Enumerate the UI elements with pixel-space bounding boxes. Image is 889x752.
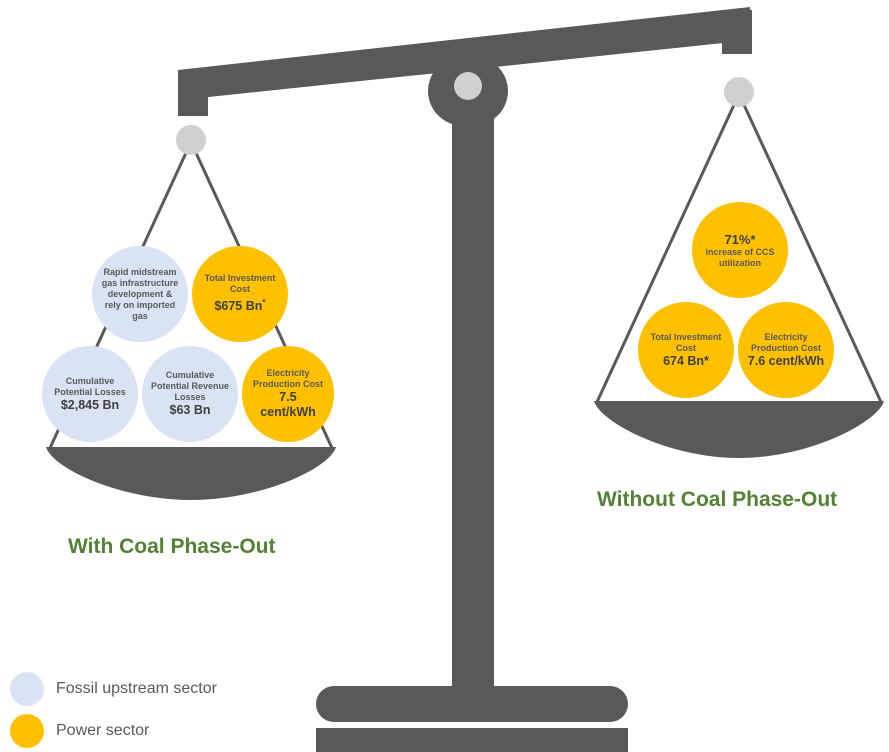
right-pan-string bbox=[595, 93, 741, 403]
right-investment-cost-value: 674 Bn* bbox=[663, 353, 709, 368]
revenue-losses-bubble: Cumulative Potential Revenue Losses $63 … bbox=[142, 346, 238, 442]
legend-label-power: Power sector bbox=[56, 722, 150, 739]
right-pan-caption: Without Coal Phase-Out bbox=[597, 488, 838, 511]
left-pan-pivot bbox=[176, 125, 206, 155]
midstream-gas-bubble: Rapid midstream gas infrastructure devel… bbox=[92, 246, 188, 342]
left-production-cost-bubble: Electricity Production Cost 7.5 cent/kWh bbox=[242, 346, 334, 442]
ccs-utilization-value: 71%* bbox=[724, 231, 756, 247]
cumulative-losses-value: $2,845 Bn bbox=[60, 397, 120, 412]
ccs-utilization-bubble: 71%* increase of CCS utilization bbox=[692, 202, 788, 298]
ccs-utilization-label: increase of CCS utilization bbox=[705, 246, 775, 268]
legend-item-power: Power sector bbox=[10, 714, 149, 748]
left-investment-cost-label: Total Investment Cost bbox=[204, 273, 276, 295]
right-pan-string bbox=[737, 93, 883, 403]
pivot-cap bbox=[454, 72, 482, 100]
right-production-cost-bubble: Electricity Production Cost 7.6 cent/kWh bbox=[738, 302, 834, 398]
scale-beam bbox=[178, 7, 752, 100]
revenue-losses-value: $63 Bn bbox=[169, 403, 211, 417]
right-investment-cost-label: Total Investment Cost bbox=[650, 331, 722, 353]
right-pan-bowl bbox=[594, 401, 884, 458]
right-investment-cost-bubble: Total Investment Cost 674 Bn* bbox=[638, 302, 734, 398]
midstream-gas-text: Rapid midstream gas infrastructure devel… bbox=[101, 266, 179, 321]
right-beam-hook bbox=[722, 10, 752, 54]
left-pan-bowl bbox=[46, 447, 336, 500]
left-investment-cost-bubble: Total Investment Cost $675 Bn* bbox=[192, 246, 288, 342]
left-beam-hook bbox=[178, 72, 208, 116]
legend-swatch-power bbox=[10, 714, 44, 748]
scale-post bbox=[452, 90, 494, 702]
revenue-losses-label: Cumulative Potential Revenue Losses bbox=[150, 370, 230, 402]
left-investment-cost-mark: * bbox=[262, 298, 266, 308]
left-production-cost-value: 7.5 cent/kWh bbox=[260, 390, 316, 419]
left-production-cost-label: Electricity Production Cost bbox=[253, 368, 323, 389]
left-pan-caption: With Coal Phase-Out bbox=[68, 535, 276, 558]
legend-item-fossil: Fossil upstream sector bbox=[10, 672, 217, 706]
legend-swatch-fossil bbox=[10, 672, 44, 706]
legend-label-fossil: Fossil upstream sector bbox=[56, 680, 217, 697]
cumulative-losses-label: Cumulative Potential Losses bbox=[54, 375, 126, 397]
scale-base-top bbox=[316, 686, 628, 722]
left-investment-cost-value: $675 Bn* bbox=[214, 298, 266, 314]
scale-base-bottom bbox=[316, 728, 628, 752]
cumulative-losses-bubble: Cumulative Potential Losses $2,845 Bn bbox=[42, 346, 138, 442]
right-pan-pivot bbox=[724, 77, 754, 107]
right-production-cost-label: Electricity Production Cost bbox=[751, 331, 821, 353]
right-production-cost-value: 7.6 cent/kWh bbox=[747, 353, 825, 368]
